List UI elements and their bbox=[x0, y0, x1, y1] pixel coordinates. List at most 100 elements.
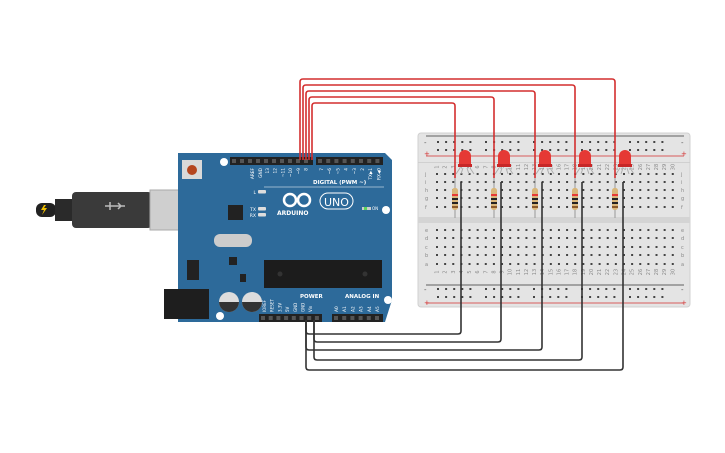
column-number: 6 bbox=[475, 165, 481, 168]
usb-icon bbox=[105, 202, 125, 210]
column-number: 27 bbox=[646, 164, 652, 170]
chip-tiny bbox=[240, 274, 246, 282]
row-letter: a bbox=[681, 262, 684, 268]
digital-label: DIGITAL (PWM ~) bbox=[313, 180, 367, 186]
status-led-label: TX bbox=[249, 207, 256, 213]
column-number: 18 bbox=[573, 269, 579, 275]
digital-pin-label: ~11 bbox=[280, 168, 286, 177]
digital-pin-label: ~6 bbox=[327, 168, 333, 175]
led[interactable] bbox=[455, 150, 475, 175]
resistor[interactable] bbox=[452, 178, 458, 218]
column-number: 28 bbox=[654, 164, 660, 170]
breadboard[interactable]: - + - + - + - + 112233445566778899101011… bbox=[417, 132, 691, 308]
column-number: 16 bbox=[556, 164, 562, 170]
row-letter: f bbox=[681, 205, 683, 211]
column-number: 26 bbox=[638, 164, 644, 170]
mount-hole bbox=[216, 312, 224, 320]
digital-header-left[interactable] bbox=[230, 157, 313, 165]
digital-header-right[interactable] bbox=[316, 157, 383, 165]
resistor[interactable] bbox=[532, 178, 538, 218]
column-number: 11 bbox=[516, 164, 522, 170]
resistor[interactable] bbox=[572, 178, 578, 218]
column-number: 17 bbox=[565, 269, 571, 275]
power-pin-label: Vin bbox=[308, 305, 313, 312]
usb-plug-body bbox=[72, 192, 152, 228]
resistor[interactable] bbox=[491, 178, 497, 218]
power-pin-label: GND bbox=[293, 303, 298, 312]
resistor[interactable] bbox=[612, 178, 618, 218]
digital-pin-label: 8 bbox=[304, 168, 310, 171]
status-led-label: RX bbox=[250, 213, 256, 219]
uno-logo: UNO bbox=[324, 196, 349, 209]
signal-wire[interactable] bbox=[302, 84, 576, 178]
led[interactable] bbox=[575, 150, 595, 175]
ground-wire[interactable] bbox=[313, 182, 583, 361]
row-letter: i bbox=[681, 180, 682, 186]
row-letter: h bbox=[681, 188, 684, 194]
rail-minus-label: - bbox=[424, 286, 427, 294]
signal-wire[interactable] bbox=[311, 102, 456, 178]
column-number: 16 bbox=[556, 269, 562, 275]
row-letter: f bbox=[425, 205, 427, 211]
column-number: 13 bbox=[532, 269, 538, 275]
column-number: 25 bbox=[630, 269, 636, 275]
digital-pin-label: ~5 bbox=[335, 168, 341, 175]
reset-button[interactable] bbox=[187, 165, 197, 175]
row-letter: a bbox=[425, 262, 428, 268]
status-led-label: L bbox=[253, 190, 256, 196]
column-number: 23 bbox=[613, 269, 619, 275]
row-letter: d bbox=[425, 236, 428, 242]
column-number: 11 bbox=[516, 269, 522, 275]
ground-wire[interactable] bbox=[305, 182, 624, 371]
digital-pin-label: 4 bbox=[344, 168, 350, 171]
row-letter: b bbox=[425, 253, 428, 259]
analog-header[interactable] bbox=[332, 314, 383, 322]
column-number: 29 bbox=[662, 164, 668, 170]
column-number: 1 bbox=[435, 165, 441, 168]
column-number: 28 bbox=[654, 269, 660, 275]
signal-wire[interactable] bbox=[299, 78, 616, 178]
analog-pin-label: A0 bbox=[334, 306, 340, 312]
column-number: 15 bbox=[548, 269, 554, 275]
digital-pin-label: AREF bbox=[250, 167, 256, 179]
analog-pin-label: A2 bbox=[350, 306, 356, 312]
signal-wire[interactable] bbox=[305, 90, 536, 178]
column-number: 5 bbox=[467, 270, 473, 273]
row-letter: i bbox=[425, 180, 426, 186]
column-number: 2 bbox=[443, 270, 449, 273]
digital-pin-label: 7 bbox=[319, 168, 325, 171]
column-number: 30 bbox=[670, 164, 676, 170]
column-number: 30 bbox=[670, 269, 676, 275]
power-jack[interactable] bbox=[164, 289, 209, 319]
column-number: 25 bbox=[630, 164, 636, 170]
analog-pin-label: A1 bbox=[342, 306, 348, 312]
row-letter: c bbox=[425, 245, 428, 251]
power-label: POWER bbox=[300, 294, 324, 300]
column-number: 9 bbox=[500, 270, 506, 273]
power-pin-label: 5V bbox=[285, 306, 290, 312]
status-led bbox=[258, 213, 266, 217]
led[interactable] bbox=[494, 150, 514, 175]
rail-plus-label: + bbox=[681, 299, 687, 307]
row-letter: g bbox=[425, 196, 428, 202]
power-pin-label: 3.3V bbox=[277, 303, 282, 312]
row-letter: j bbox=[680, 172, 682, 178]
column-number: 26 bbox=[638, 269, 644, 275]
column-number: 2 bbox=[443, 165, 449, 168]
power-header[interactable] bbox=[259, 314, 322, 322]
led[interactable] bbox=[615, 150, 635, 175]
row-letter: h bbox=[425, 188, 428, 194]
power-pin-label: GND bbox=[301, 303, 306, 312]
column-number: 7 bbox=[483, 165, 489, 168]
column-number: 23 bbox=[613, 164, 619, 170]
digital-pin-label: 12 bbox=[273, 168, 279, 174]
row-letter: e bbox=[425, 228, 428, 234]
row-letter: b bbox=[681, 253, 684, 259]
power-pin-label: IOREF bbox=[262, 299, 267, 312]
column-number: 21 bbox=[597, 269, 603, 275]
signal-wire[interactable] bbox=[308, 96, 495, 178]
digital-pin-label: GND bbox=[258, 167, 264, 178]
led[interactable] bbox=[535, 150, 555, 175]
